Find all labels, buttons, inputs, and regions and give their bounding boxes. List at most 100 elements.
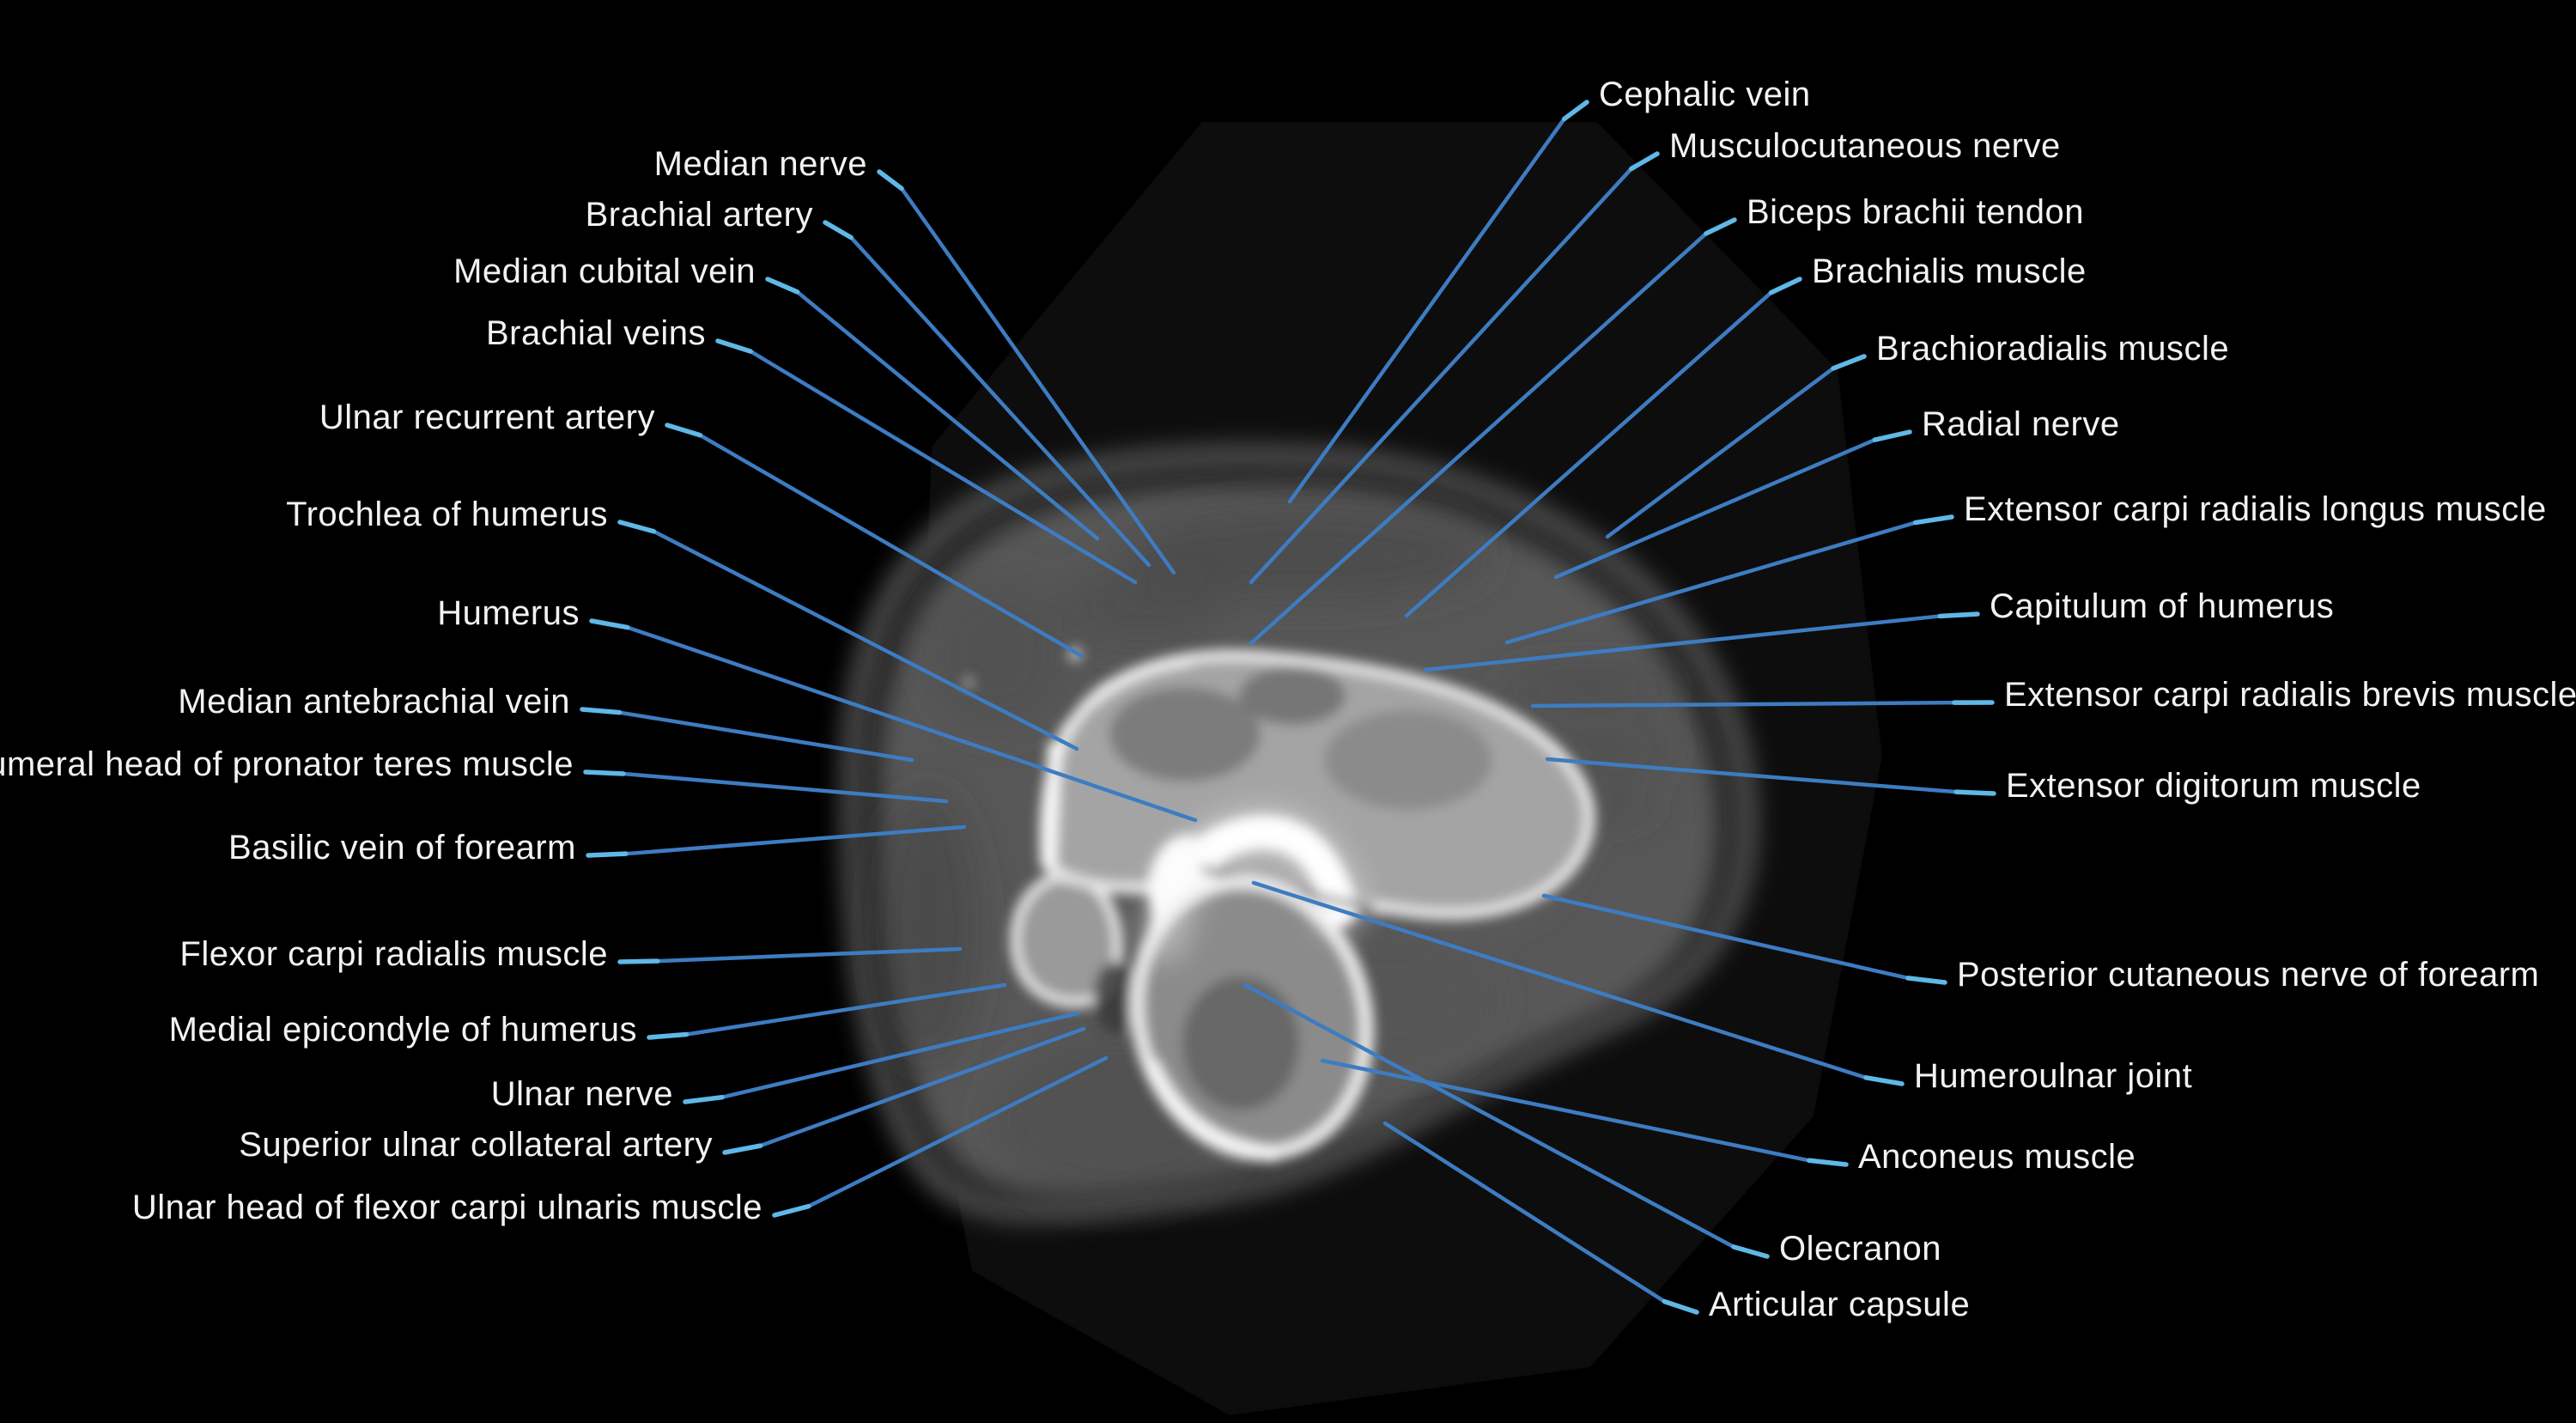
leader-line-median-nerve (899, 186, 1176, 575)
leader-line-brachial-veins (748, 349, 1138, 585)
leader-line-superior-ulnar-collateral-artery (758, 1026, 1086, 1148)
label-median-nerve: Median nerve (654, 145, 867, 183)
label-basilic-vein-of-forearm: Basilic vein of forearm (228, 829, 576, 867)
leader-hook-anconeus-muscle (1807, 1158, 1849, 1167)
leader-line-ulnar-recurrent-artery (698, 433, 1084, 659)
leader-line-brachialis-muscle (1404, 290, 1773, 618)
leader-hook-basilic-vein-of-forearm (586, 851, 629, 858)
leader-hook-ulnar-head-of-flexor-carpi-ulnaris-muscle (772, 1203, 811, 1218)
leader-hook-capitulum-of-humerus (1937, 611, 1980, 619)
leader-hook-median-nerve (877, 169, 904, 192)
leader-hook-extensor-carpi-radialis-longus-muscle (1912, 514, 1954, 526)
leader-line-brachioradialis-muscle (1605, 366, 1836, 539)
label-brachioradialis-muscle: Brachioradialis muscle (1876, 330, 2229, 368)
leader-line-anconeus-muscle (1320, 1058, 1812, 1163)
leader-hook-humerus (589, 618, 630, 630)
leader-hook-trochlea-of-humerus (617, 520, 657, 534)
label-flexor-carpi-radialis-muscle: Flexor carpi radialis muscle (179, 935, 608, 973)
leader-hook-brachial-artery (823, 220, 854, 240)
leader-line-capitulum-of-humerus (1423, 614, 1942, 672)
humerus-marrow-medial (1109, 687, 1261, 781)
ulnar-groove (1094, 962, 1139, 1034)
crescent-glow (1139, 807, 1366, 961)
leader-line-humeral-head-of-pronator-teres-muscle (621, 771, 949, 804)
label-brachial-veins: Brachial veins (486, 314, 706, 352)
leader-line-cephalic-vein (1287, 117, 1566, 504)
label-median-antebrachial-vein: Median antebrachial vein (178, 683, 570, 721)
leader-line-radial-nerve (1553, 437, 1877, 580)
label-extensor-carpi-radialis-longus-muscle: Extensor carpi radialis longus muscle (1964, 490, 2547, 528)
vessel-dot-medial (963, 677, 975, 689)
leader-hook-brachioradialis-muscle (1831, 354, 1867, 371)
leader-line-flexor-carpi-radialis-muscle (655, 946, 963, 964)
label-cephalic-vein: Cephalic vein (1599, 76, 1811, 113)
leader-hook-posterior-cutaneous-nerve-of-forearm (1905, 976, 1947, 985)
medial-cortex-ridge (1042, 740, 1061, 870)
leader-hook-ulnar-nerve (683, 1094, 725, 1104)
leader-line-extensor-carpi-radialis-brevis-muscle (1530, 700, 1957, 708)
label-median-cubital-vein: Median cubital vein (453, 252, 756, 290)
label-radial-nerve: Radial nerve (1922, 405, 2120, 443)
label-capitulum-of-humerus: Capitulum of humerus (1990, 587, 2334, 625)
leader-hook-olecranon (1731, 1244, 1770, 1259)
label-posterior-cutaneous-nerve-of-forearm: Posterior cutaneous nerve of forearm (1957, 956, 2539, 994)
leader-hook-articular-capsule (1662, 1298, 1699, 1315)
label-biceps-brachii-tendon: Biceps brachii tendon (1747, 193, 2084, 231)
label-musculocutaneous-nerve: Musculocutaneous nerve (1669, 127, 2061, 165)
leader-line-extensor-digitorum-muscle (1545, 757, 1959, 794)
label-superior-ulnar-collateral-artery: Superior ulnar collateral artery (239, 1126, 713, 1164)
leader-hook-extensor-digitorum-muscle (1953, 789, 1996, 796)
leader-hook-median-cubital-vein (765, 277, 800, 295)
label-ulnar-head-of-flexor-carpi-ulnaris-muscle: Ulnar head of flexor carpi ulnaris muscl… (132, 1189, 762, 1226)
anteromedial-cortex (1059, 657, 1194, 736)
medial-epicondyle (1010, 871, 1123, 1008)
leader-line-ulnar-nerve (720, 1011, 1080, 1099)
label-humeroulnar-joint: Humeroulnar joint (1914, 1057, 2192, 1095)
leader-line-median-cubital-vein (795, 289, 1100, 541)
leader-line-trochlea-of-humerus (652, 529, 1079, 751)
label-humerus: Humerus (437, 594, 580, 632)
leader-line-biceps-brachii-tendon (1249, 231, 1709, 646)
leader-hook-musculocutaneous-nerve (1628, 151, 1660, 172)
olecranon-bottom-rim (1145, 1059, 1280, 1162)
label-humeral-head-of-pronator-teres-muscle: Humeral head of pronator teres muscle (0, 745, 574, 783)
leader-line-articular-capsule (1382, 1121, 1667, 1304)
leader-line-humeroulnar-joint (1251, 880, 1868, 1080)
leader-hook-median-antebrachial-vein (580, 707, 623, 715)
leader-line-humerus (625, 625, 1198, 823)
label-olecranon: Olecranon (1779, 1230, 1941, 1268)
leader-line-musculocutaneous-nerve (1249, 167, 1633, 585)
leader-line-basilic-vein-of-forearm (623, 824, 967, 856)
humerus-marrow-lateral (1324, 710, 1492, 810)
humerus-marrow-central (1239, 666, 1346, 725)
leader-hook-humeroulnar-joint (1863, 1075, 1905, 1086)
label-extensor-digitorum-muscle: Extensor digitorum muscle (2006, 767, 2421, 805)
label-ulnar-recurrent-artery: Ulnar recurrent artery (319, 398, 655, 436)
label-articular-capsule: Articular capsule (1709, 1286, 1970, 1323)
leader-hook-flexor-carpi-radialis-muscle (617, 958, 660, 964)
leader-line-medial-epicondyle-of-humerus (684, 982, 1007, 1037)
leader-hook-radial-nerve (1872, 429, 1912, 442)
leader-hook-brachial-veins (715, 338, 753, 354)
leader-hook-humeral-head-of-pronator-teres-muscle (583, 769, 626, 776)
leader-line-median-antebrachial-vein (617, 710, 914, 763)
leader-hook-biceps-brachii-tendon (1704, 217, 1737, 236)
label-ulnar-nerve: Ulnar nerve (491, 1075, 673, 1113)
leader-line-olecranon (1242, 982, 1736, 1250)
leader-hook-cephalic-vein (1561, 100, 1589, 122)
leader-hook-medial-epicondyle-of-humerus (647, 1031, 690, 1040)
leader-hook-ulnar-recurrent-artery (665, 423, 703, 438)
leader-line-brachial-artery (848, 235, 1151, 568)
leader-line-extensor-carpi-radialis-longus-muscle (1504, 520, 1917, 645)
label-medial-epicondyle-of-humerus: Medial epicondyle of humerus (169, 1011, 637, 1049)
leader-hook-brachialis-muscle (1768, 277, 1802, 295)
label-extensor-carpi-radialis-brevis-muscle: Extensor carpi radialis brevis muscle (2004, 676, 2576, 714)
label-anconeus-muscle: Anconeus muscle (1858, 1138, 2136, 1176)
olecranon-marrow (1182, 976, 1299, 1110)
label-brachial-artery: Brachial artery (586, 196, 813, 234)
leader-hook-superior-ulnar-collateral-artery (722, 1143, 763, 1155)
label-trochlea-of-humerus: Trochlea of humerus (286, 496, 608, 533)
